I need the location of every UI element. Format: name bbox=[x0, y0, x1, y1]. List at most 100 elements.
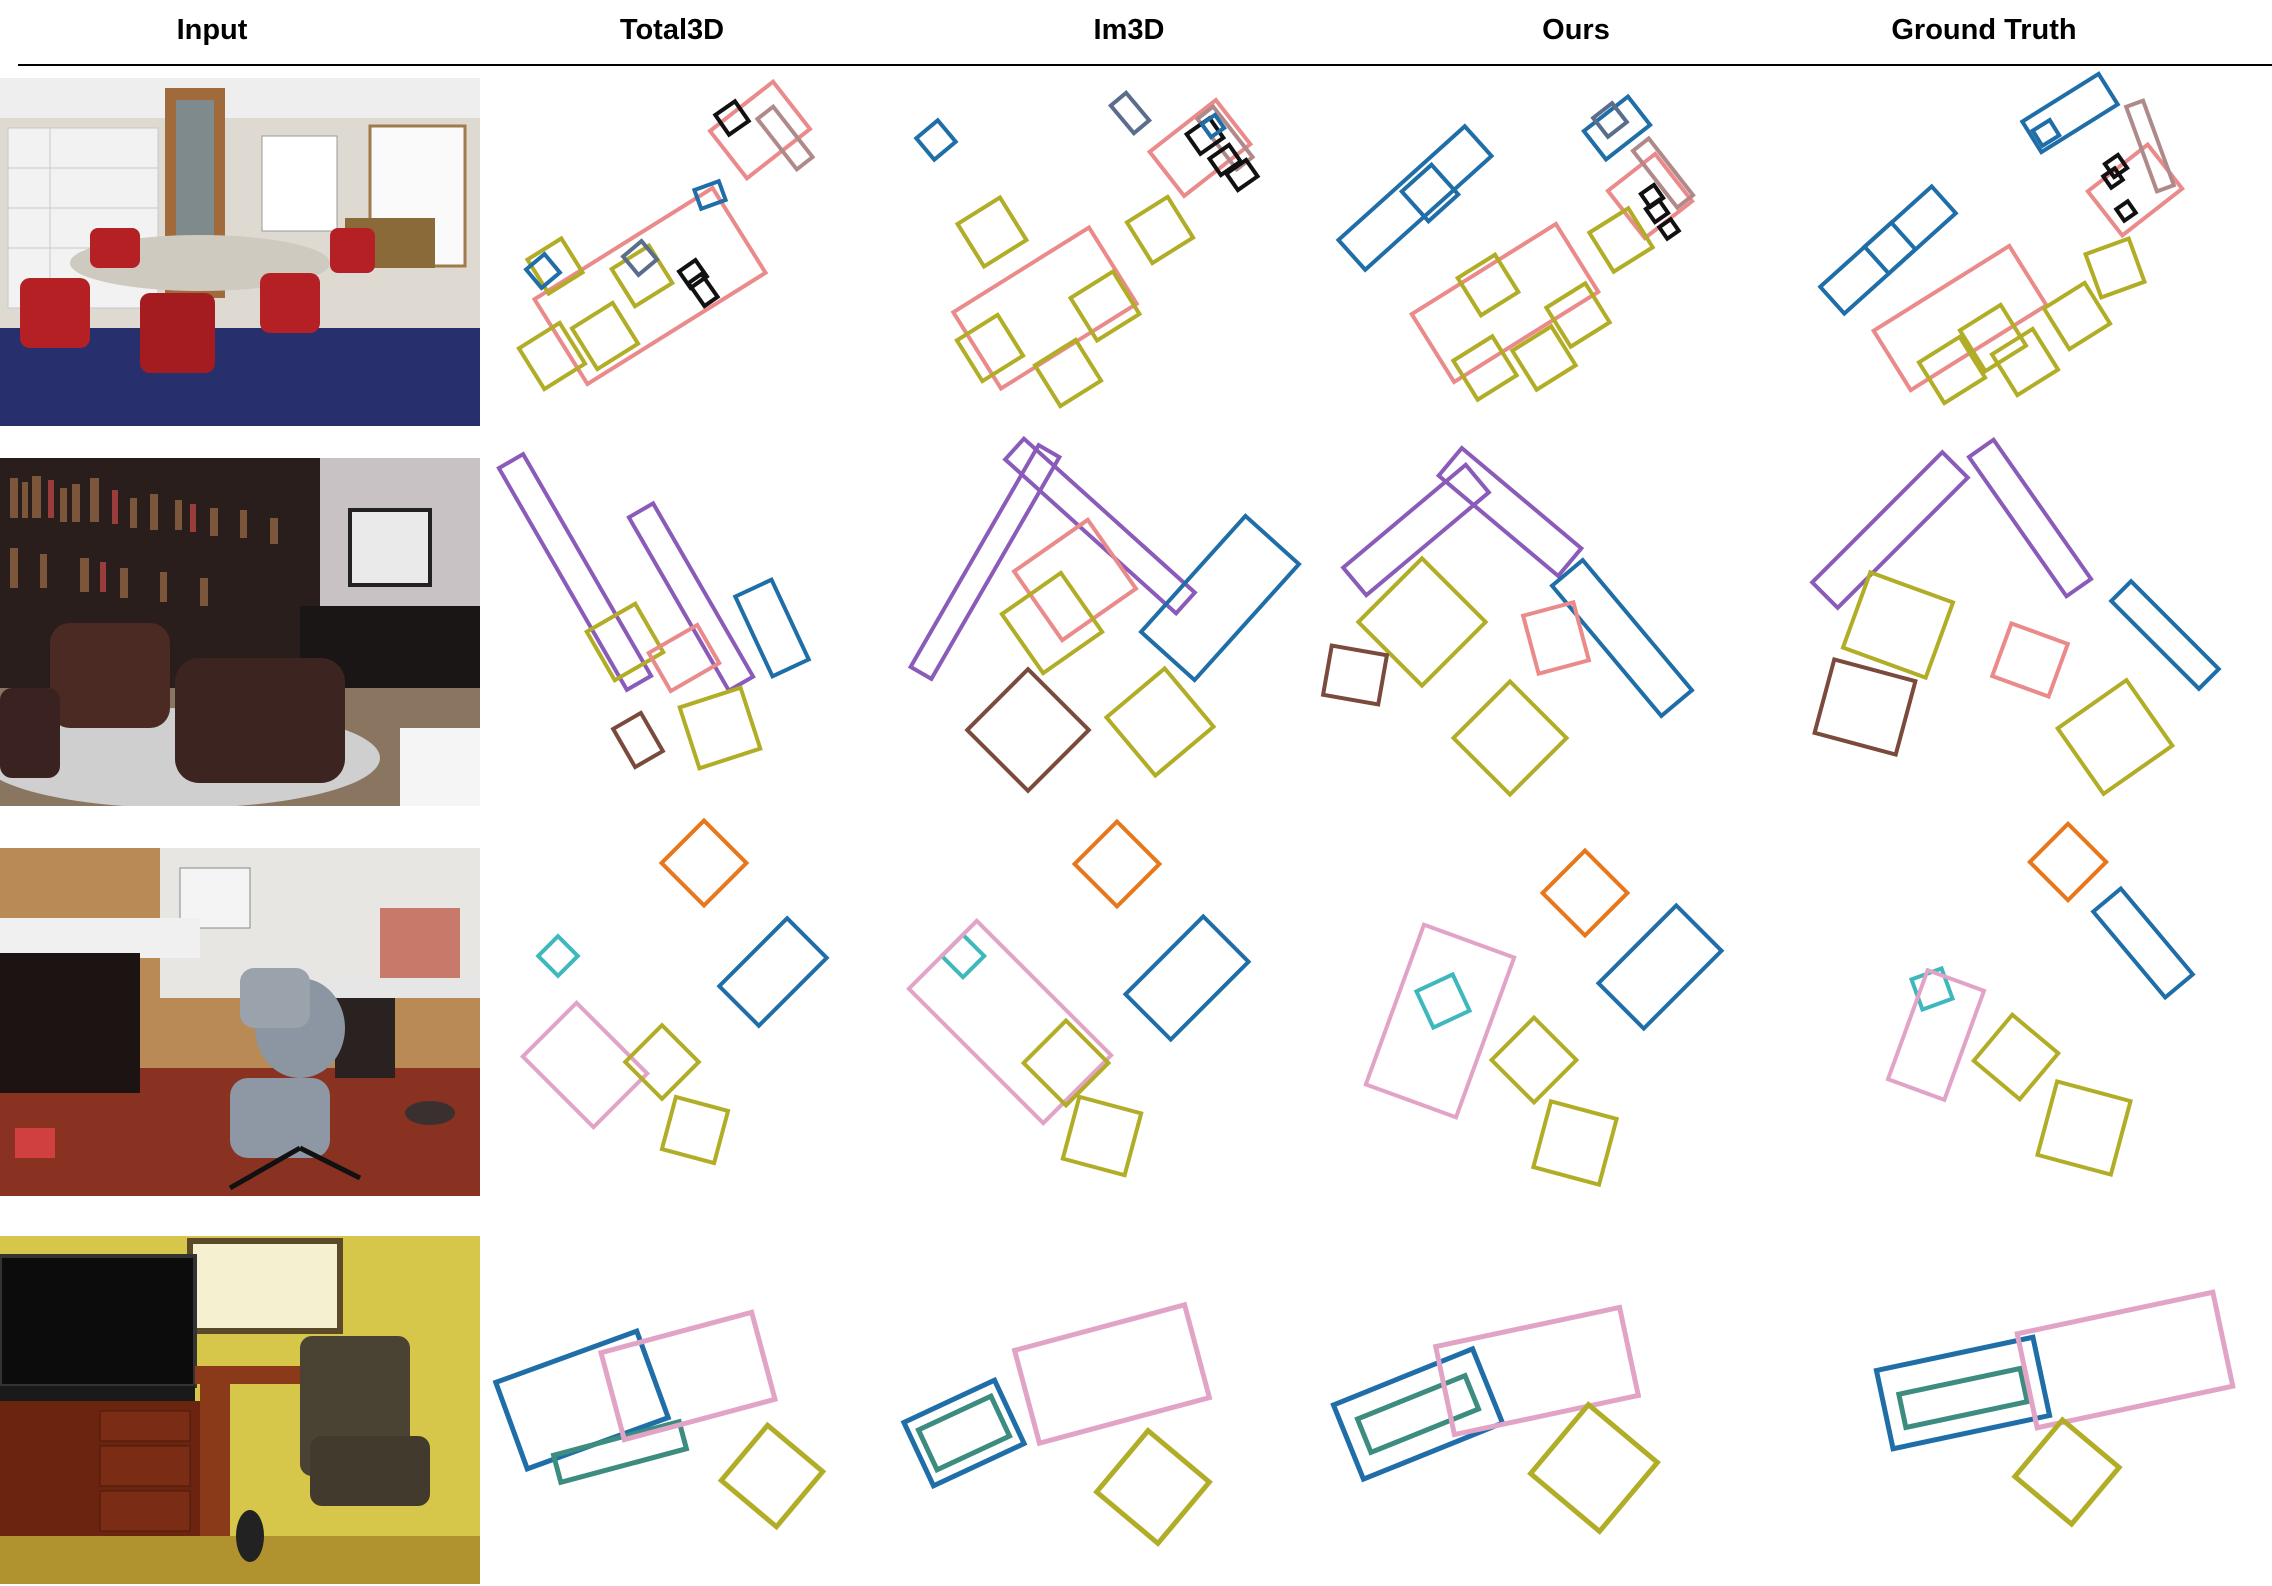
panel-row3-im3d bbox=[870, 810, 1270, 1190]
header-total3d: Total3D bbox=[619, 14, 725, 46]
box-top-slate bbox=[1590, 100, 1630, 140]
box-tv bbox=[550, 1418, 690, 1486]
panel-row4-gt bbox=[1873, 1280, 2272, 1580]
box-armchair bbox=[2054, 677, 2176, 797]
box-shelf bbox=[1335, 123, 1495, 273]
box-sofa bbox=[950, 224, 1140, 392]
box-desk bbox=[1595, 902, 1725, 1032]
box-bin bbox=[938, 931, 988, 981]
box-desk bbox=[1122, 913, 1252, 1043]
box-tv bbox=[915, 1392, 1013, 1474]
box-table bbox=[1989, 620, 2071, 700]
box-dresser bbox=[1873, 1334, 2053, 1452]
input-image-hotel-room bbox=[0, 1236, 480, 1584]
box-chair bbox=[717, 1421, 827, 1531]
box-chair bbox=[1488, 1014, 1580, 1106]
box-sofa bbox=[1870, 243, 2050, 393]
box-chair-2 bbox=[569, 300, 641, 372]
box-ottoman bbox=[610, 710, 666, 770]
box-chair-2 bbox=[1124, 194, 1196, 266]
box-chair-4 bbox=[2041, 280, 2113, 352]
box-chair bbox=[1970, 1011, 2062, 1103]
box-black-2 bbox=[676, 257, 710, 291]
panel-row2-total3d bbox=[480, 440, 860, 810]
box-chair bbox=[1020, 1017, 1112, 1109]
box-cabinet bbox=[1138, 513, 1302, 683]
box-chair bbox=[584, 601, 666, 683]
box-black bbox=[712, 98, 752, 138]
box-bookshelf-2 bbox=[626, 500, 756, 694]
box-bookshelf-2 bbox=[1966, 436, 2094, 600]
box-shelf-2 bbox=[1861, 219, 1919, 277]
box-bookshelf-2 bbox=[1435, 445, 1585, 579]
box-small-blue-2 bbox=[1199, 112, 1227, 140]
box-small-blue bbox=[523, 251, 563, 291]
box-chair-5 bbox=[1032, 337, 1104, 409]
box-chair-2 bbox=[1060, 1094, 1144, 1178]
box-cabinet bbox=[707, 78, 813, 182]
panel-row2-im3d bbox=[900, 430, 1320, 810]
panel-row2-gt bbox=[1790, 430, 2260, 810]
box-chair bbox=[1916, 334, 1988, 406]
box-cabinet bbox=[2026, 820, 2110, 904]
box-cabinet bbox=[1605, 151, 1695, 241]
box-dresser bbox=[1330, 1345, 1506, 1483]
box-black bbox=[1183, 115, 1227, 157]
box-black-2 bbox=[1206, 142, 1244, 178]
box-chair-2 bbox=[659, 1094, 731, 1166]
box-chair-3 bbox=[1067, 268, 1143, 344]
box-bookshelf bbox=[1340, 461, 1492, 599]
box-table bbox=[906, 918, 1114, 1126]
box-table bbox=[1885, 967, 1987, 1103]
box-cabinet-2 bbox=[1630, 135, 1696, 211]
box-cabinet-2 bbox=[754, 103, 816, 173]
box-dresser bbox=[900, 1376, 1028, 1490]
box-black-2 bbox=[2100, 165, 2126, 191]
box-chair-5 bbox=[2082, 235, 2148, 301]
box-chair-3 bbox=[608, 242, 676, 310]
box-chair bbox=[1355, 555, 1489, 689]
box-cabinet bbox=[1549, 557, 1695, 719]
box-shelf bbox=[1817, 183, 1959, 317]
header-ours: Ours bbox=[1542, 14, 1610, 46]
panel-row3-gt bbox=[1830, 810, 2230, 1190]
box-bin bbox=[1413, 971, 1473, 1031]
box-bookshelf bbox=[1809, 449, 1971, 611]
box-chair bbox=[622, 1022, 702, 1102]
box-cabinet bbox=[2108, 578, 2222, 692]
panel-row3-ours bbox=[1330, 810, 1750, 1190]
box-ottoman bbox=[1320, 643, 1390, 707]
box-small-blue-2 bbox=[691, 178, 729, 212]
header-divider bbox=[18, 64, 2272, 66]
box-bin bbox=[535, 933, 581, 979]
box-cabinet bbox=[1539, 847, 1631, 939]
input-image-library bbox=[0, 458, 480, 806]
box-armchair bbox=[677, 685, 763, 771]
box-cabinet bbox=[1071, 818, 1163, 910]
panel-row4-im3d bbox=[880, 1290, 1240, 1570]
box-cabinet bbox=[732, 577, 812, 679]
box-armchair bbox=[1103, 665, 1217, 779]
box-top-blue bbox=[1581, 93, 1653, 163]
box-shelf-2 bbox=[1398, 161, 1462, 225]
box-chair bbox=[1840, 569, 1956, 681]
panel-row1-im3d bbox=[880, 78, 1261, 438]
panel-row1-ours bbox=[1305, 78, 1735, 438]
box-desk bbox=[2090, 885, 2196, 1001]
box-chair bbox=[1527, 1401, 1661, 1535]
box-chair-4 bbox=[1450, 333, 1520, 403]
box-chair-2 bbox=[1530, 1098, 1620, 1188]
box-armchair bbox=[1450, 678, 1570, 798]
box-chair-4 bbox=[954, 312, 1026, 384]
header-input: Input bbox=[176, 14, 248, 46]
box-desk bbox=[716, 915, 830, 1029]
box-tv bbox=[1895, 1365, 2031, 1431]
box-black-3 bbox=[685, 271, 721, 309]
box-sofa bbox=[531, 185, 769, 387]
box-cabinet bbox=[658, 817, 750, 909]
box-table bbox=[1011, 516, 1139, 644]
box-black-3 bbox=[2113, 198, 2139, 224]
box-table bbox=[519, 999, 651, 1131]
box-chair-4 bbox=[524, 235, 586, 297]
box-chair bbox=[1454, 251, 1522, 319]
